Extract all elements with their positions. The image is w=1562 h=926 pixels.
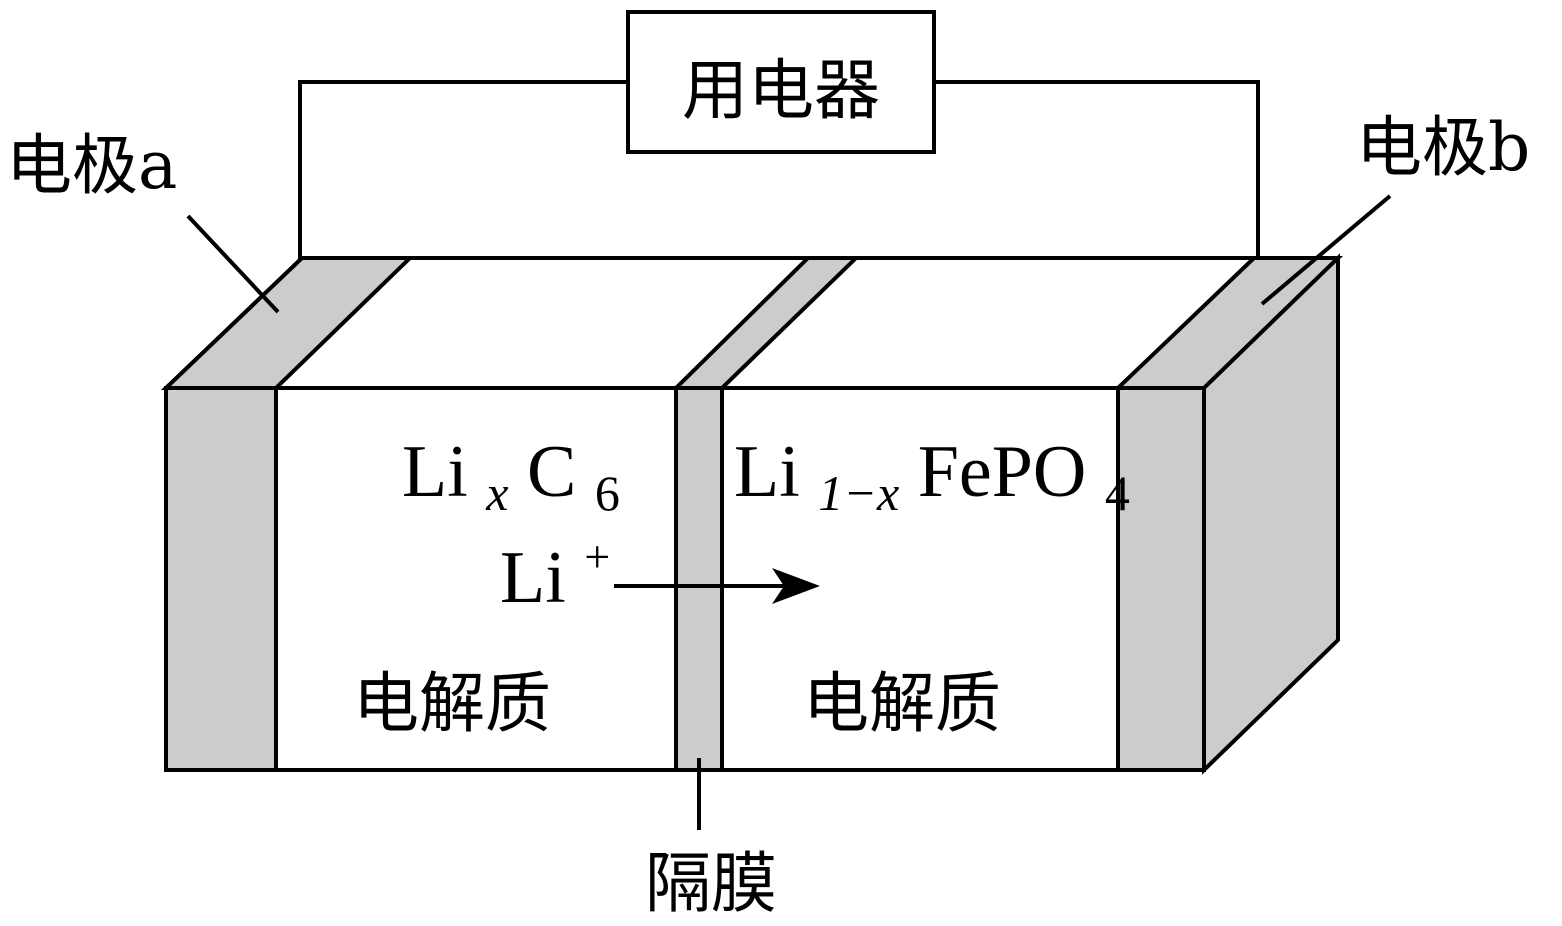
wire-right xyxy=(934,80,1260,260)
anode-sub-6: 6 xyxy=(595,465,620,521)
ion-label: Li + xyxy=(500,531,610,619)
battery-front-face xyxy=(164,386,1206,772)
leader-electrode-a xyxy=(186,214,280,314)
electrolyte-right-label: 电解质 xyxy=(803,665,1001,742)
circuit-wires xyxy=(298,80,1260,260)
ion-li: Li xyxy=(500,537,566,619)
load-box xyxy=(626,10,936,154)
cathode-fepo: FePO xyxy=(918,431,1087,513)
cathode-sub-4: 4 xyxy=(1105,465,1130,521)
wire-left xyxy=(298,80,628,260)
load-device: 用电器 xyxy=(626,10,936,154)
cathode-sub-1-x: 1−x xyxy=(818,465,899,521)
leader-lines xyxy=(186,194,1392,830)
ion-charge: + xyxy=(584,531,610,582)
electrode-b-front xyxy=(1116,386,1206,772)
separator-label: 隔膜 xyxy=(645,845,777,922)
anode-material-formula: Li x C 6 xyxy=(402,431,620,527)
ion-migration-arrow xyxy=(614,568,820,604)
anode-c: C xyxy=(527,431,576,513)
electrode-a-label: 电极a xyxy=(6,127,177,204)
anode-li: Li xyxy=(402,431,468,513)
separator-front xyxy=(674,386,724,772)
leader-electrode-b xyxy=(1260,194,1392,306)
arrowhead-icon xyxy=(772,568,820,604)
battery-top-face xyxy=(161,256,1343,390)
anode-sub-x: x xyxy=(485,465,508,521)
cathode-material-formula: Li 1−x FePO 4 xyxy=(734,431,1130,527)
electrode-a-front xyxy=(164,386,278,772)
electrolyte-left-label: 电解质 xyxy=(353,665,551,742)
load-label: 用电器 xyxy=(682,52,880,129)
cathode-li: Li xyxy=(734,431,800,513)
electrode-b-label: 电极b xyxy=(1356,109,1530,186)
